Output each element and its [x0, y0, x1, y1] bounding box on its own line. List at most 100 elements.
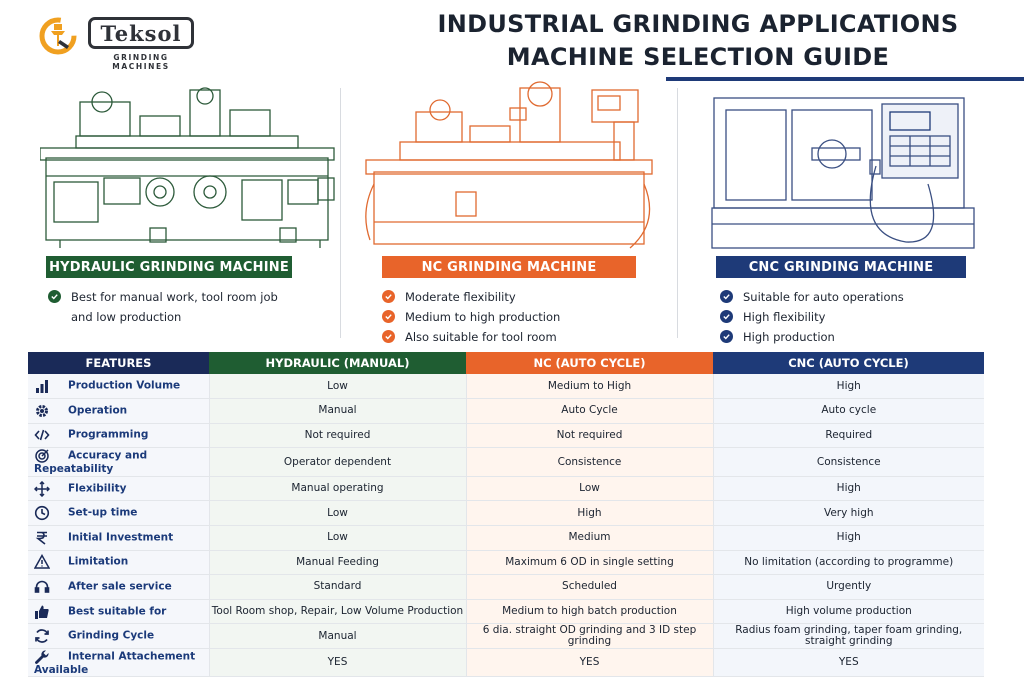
hydraulic-value-cell: Not required — [208, 423, 466, 449]
page-title: INDUSTRIAL GRINDING APPLICATIONS MACHINE… — [418, 8, 978, 74]
title-line-1: INDUSTRIAL GRINDING APPLICATIONS — [437, 10, 959, 38]
cnc-machine-illustration — [706, 84, 978, 254]
feature-label: Initial Investment — [68, 531, 174, 544]
cnc-value-cell: Required — [712, 423, 984, 449]
nc-machine-illustration — [360, 72, 660, 252]
gear-icon — [34, 403, 56, 419]
check-icon — [382, 330, 395, 343]
brand-name: Teksol — [100, 20, 182, 46]
table-header-row: FEATURES HYDRAULIC (MANUAL) NC (AUTO CYC… — [28, 352, 984, 374]
list-item: High flexibility — [720, 307, 904, 327]
nc-value-cell: Consistence — [465, 447, 713, 477]
feature-label: Programming — [68, 428, 149, 441]
feature-cell: Best suitable for — [28, 599, 209, 625]
cnc-points-list: Suitable for auto operations High flexib… — [720, 287, 904, 347]
cycle-icon — [34, 628, 56, 644]
warning-icon — [34, 554, 56, 570]
cnc-value-cell: High — [712, 374, 984, 400]
feature-cell: Internal Attachement Available — [28, 648, 209, 678]
hydraulic-value-cell: Low — [208, 500, 466, 526]
check-icon — [48, 290, 61, 303]
cnc-value-cell: High — [712, 525, 984, 551]
brand-logo: Teksol — [88, 17, 194, 49]
hydraulic-machine-illustration — [39, 80, 340, 252]
feature-cell: Grinding Cycle — [28, 623, 209, 649]
nc-value-cell: Not required — [465, 423, 713, 449]
list-item: Best for manual work, tool room job and … — [48, 287, 291, 327]
list-item: Medium to high production — [382, 307, 560, 327]
move-arrows-icon — [34, 480, 56, 497]
target-icon — [34, 448, 56, 464]
cnc-value-cell: Consistence — [712, 447, 984, 477]
feature-cell: Initial Investment — [28, 525, 209, 551]
check-icon — [382, 310, 395, 323]
hydraulic-value-cell: Manual — [208, 623, 466, 649]
nc-value-cell: 6 dia. straight OD grinding and 3 ID ste… — [465, 623, 713, 649]
hydraulic-value-cell: Manual Feeding — [208, 550, 466, 576]
wrench-icon — [34, 649, 56, 665]
hydraulic-value-cell: Manual — [208, 398, 466, 424]
header-features: FEATURES — [28, 352, 209, 374]
check-icon — [720, 330, 733, 343]
brand-tagline: GRINDING MACHINES — [112, 53, 170, 71]
feature-label: Set-up time — [68, 506, 138, 519]
feature-label: Accuracy and Repeatability — [34, 449, 148, 476]
hydraulic-value-cell: Low — [208, 374, 466, 400]
rupee-icon — [34, 530, 56, 546]
feature-label: Grinding Cycle — [68, 629, 155, 642]
cnc-value-cell: Urgently — [712, 574, 984, 600]
feature-label: Flexibility — [68, 482, 127, 495]
check-icon — [720, 290, 733, 303]
feature-label: Limitation — [68, 555, 129, 568]
feature-cell: Limitation — [28, 550, 209, 576]
hydraulic-value-cell: Tool Room shop, Repair, Low Volume Produ… — [208, 599, 466, 625]
comparison-table: FEATURES HYDRAULIC (MANUAL) NC (AUTO CYC… — [28, 352, 984, 678]
feature-cell: Production Volume — [28, 374, 209, 400]
headset-icon — [34, 579, 56, 595]
feature-cell: After sale service — [28, 574, 209, 600]
header-hydraulic: HYDRAULIC (MANUAL) — [209, 352, 466, 374]
cnc-value-cell: No limitation (according to programme) — [712, 550, 984, 576]
cnc-value-cell: High — [712, 476, 984, 502]
feature-label: Production Volume — [68, 379, 181, 392]
check-icon — [382, 290, 395, 303]
list-item: High production — [720, 327, 904, 347]
nc-value-cell: Low — [465, 476, 713, 502]
nc-value-cell: Auto Cycle — [465, 398, 713, 424]
nc-value-cell: Maximum 6 OD in single setting — [465, 550, 713, 576]
nc-value-cell: Medium — [465, 525, 713, 551]
feature-label: Internal Attachement Available — [34, 650, 196, 676]
cnc-value-cell: Radius foam grinding, taper foam grindin… — [712, 623, 984, 649]
nc-value-cell: Scheduled — [465, 574, 713, 600]
column-divider — [677, 88, 678, 338]
header-nc: NC (AUTO CYCLE) — [466, 352, 713, 374]
title-underline — [666, 77, 1024, 81]
cnc-value-cell: High volume production — [712, 599, 984, 625]
nc-machine-label: NC GRINDING MACHINE — [382, 256, 636, 278]
feature-cell: Operation — [28, 398, 209, 424]
cnc-value-cell: YES — [712, 648, 984, 678]
code-icon — [34, 427, 56, 443]
header-cnc: CNC (AUTO CYCLE) — [713, 352, 984, 374]
thumbs-up-icon — [34, 604, 56, 620]
list-item: Also suitable for tool room — [382, 327, 560, 347]
hydraulic-value-cell: Manual operating — [208, 476, 466, 502]
clock-icon — [34, 505, 56, 521]
cnc-value-cell: Very high — [712, 500, 984, 526]
nc-value-cell: Medium to High — [465, 374, 713, 400]
list-item: Suitable for auto operations — [720, 287, 904, 307]
hydraulic-value-cell: YES — [208, 648, 466, 678]
feature-label: Operation — [68, 404, 128, 417]
